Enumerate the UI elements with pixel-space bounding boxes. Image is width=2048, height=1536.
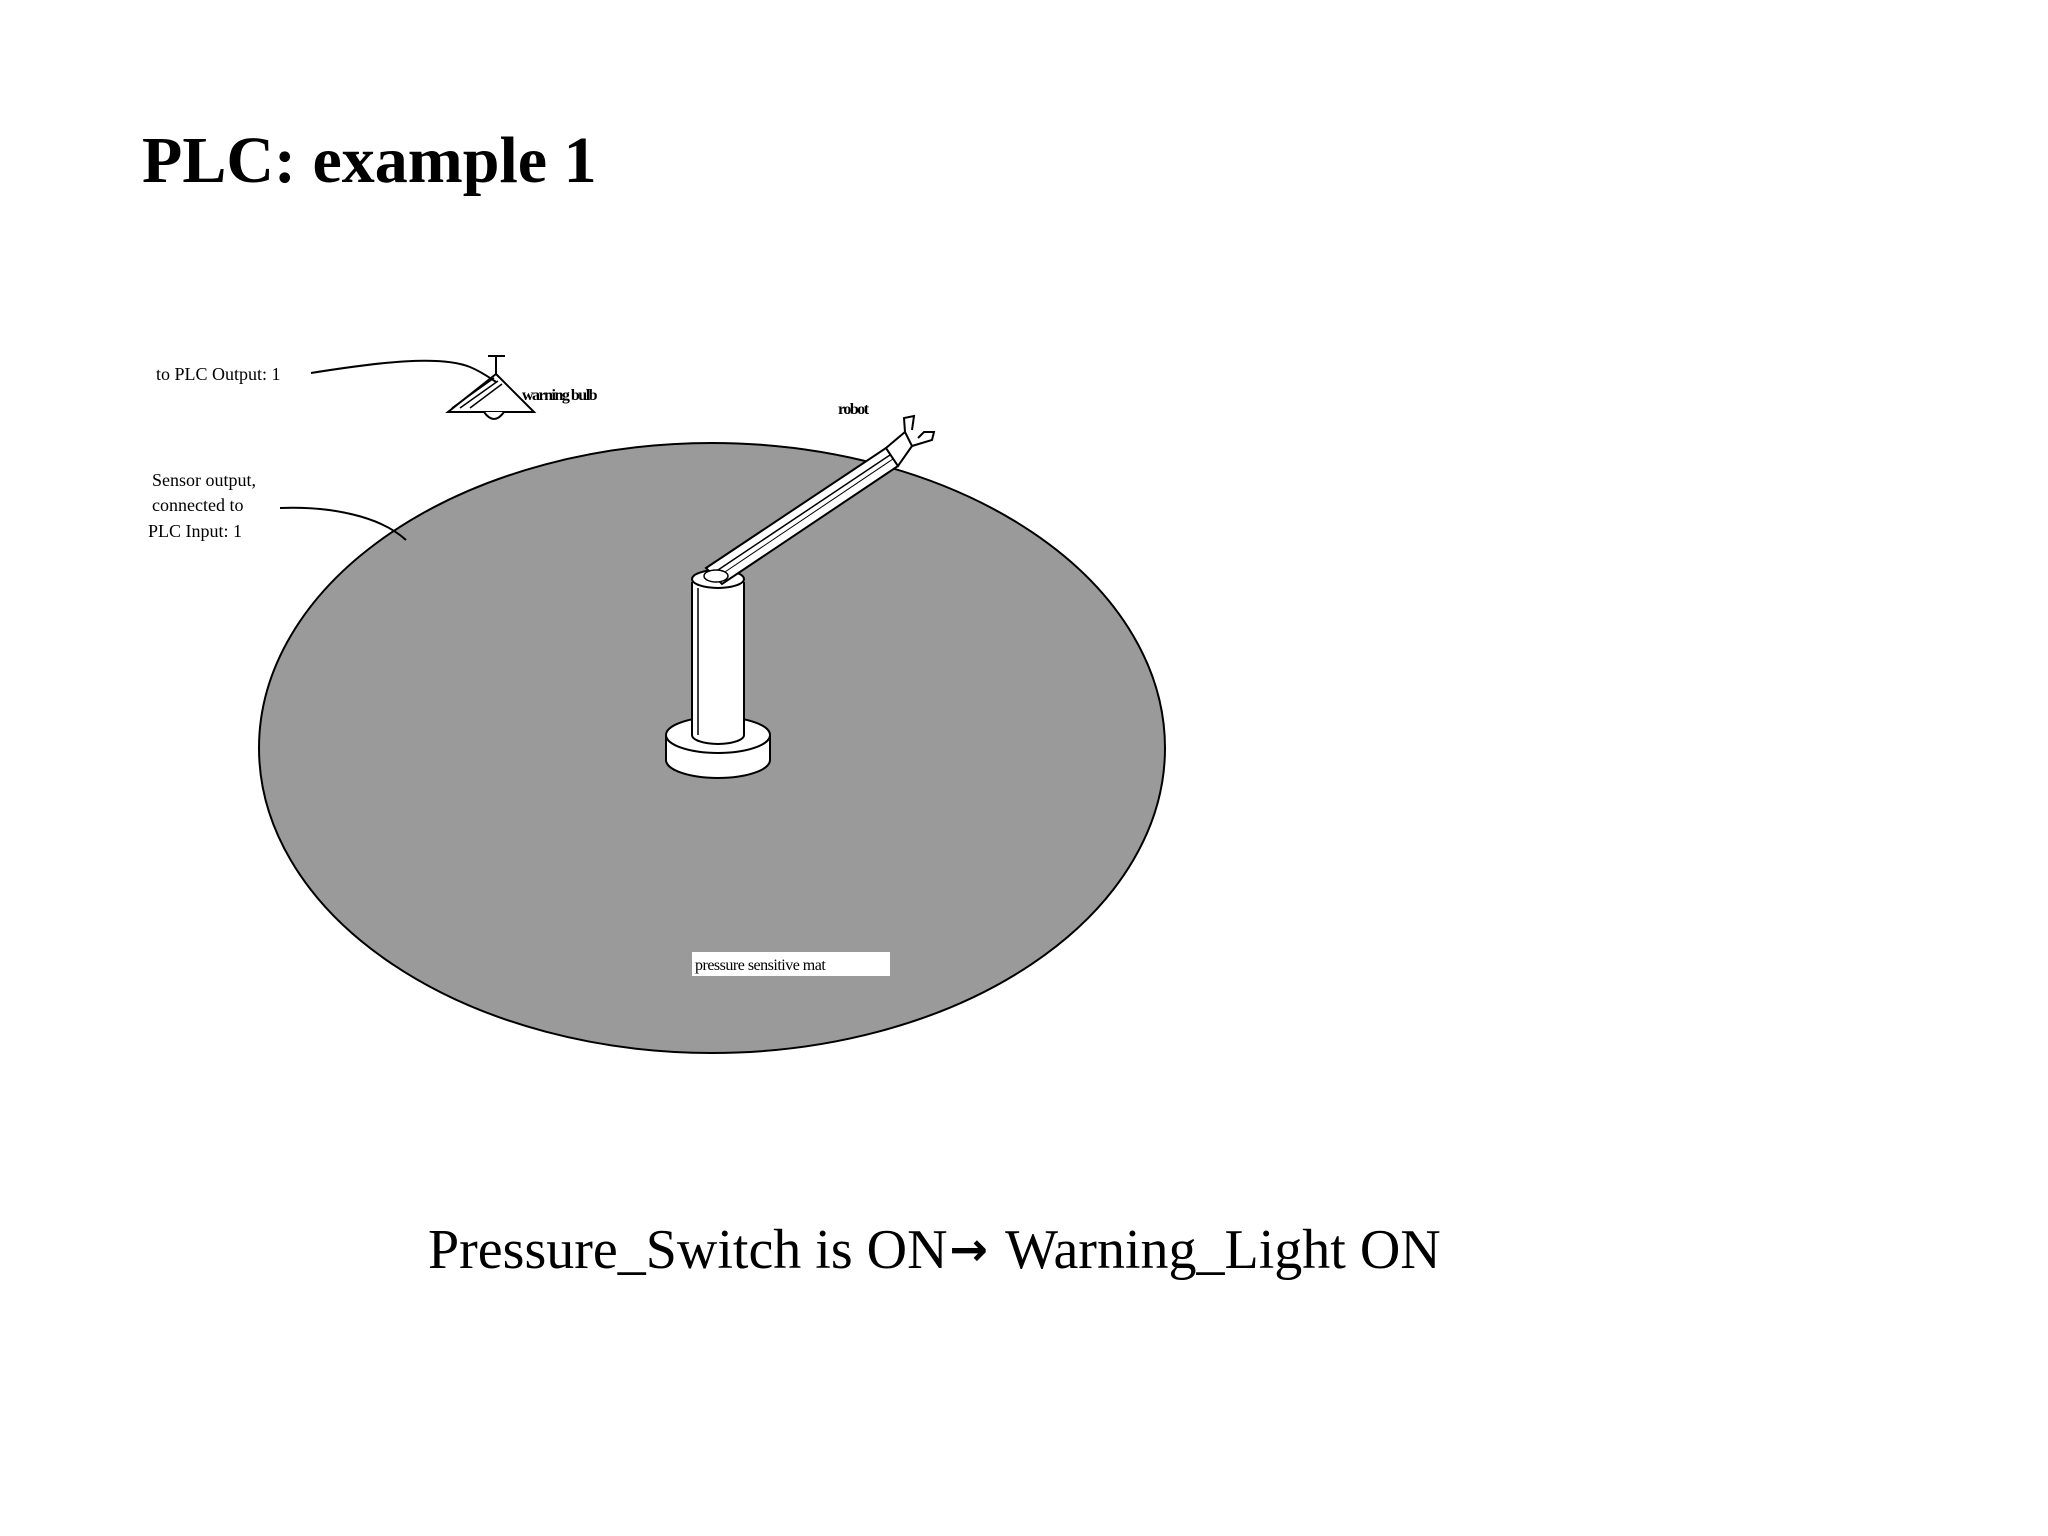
- slide-title: PLC: example 1: [142, 124, 597, 197]
- warning-bulb-label: warning bulb: [522, 387, 598, 404]
- sensor-line: [279, 506, 407, 541]
- plc-output-label: to PLC Output: 1: [156, 364, 281, 384]
- plc-output-line: [310, 359, 497, 383]
- sensor-label-line3: PLC Input: 1: [148, 521, 242, 541]
- mat-label-box: [692, 952, 890, 976]
- robot-label: robot: [838, 401, 870, 418]
- warning-bulb-icon: [445, 355, 537, 420]
- caption: Pressure_Switch is ON→ Warning_Light ON: [428, 1222, 1441, 1278]
- sensor-label-line2: connected to: [152, 495, 243, 515]
- sensor-label-line1: Sensor output,: [152, 470, 256, 490]
- right-arrow-icon: →: [949, 1222, 989, 1276]
- caption-result: Warning_Light ON: [992, 1219, 1441, 1281]
- caption-condition: Pressure_Switch is ON: [428, 1219, 948, 1281]
- robot-arm: [665, 414, 936, 779]
- mat-label: pressure sensitive mat: [695, 957, 826, 974]
